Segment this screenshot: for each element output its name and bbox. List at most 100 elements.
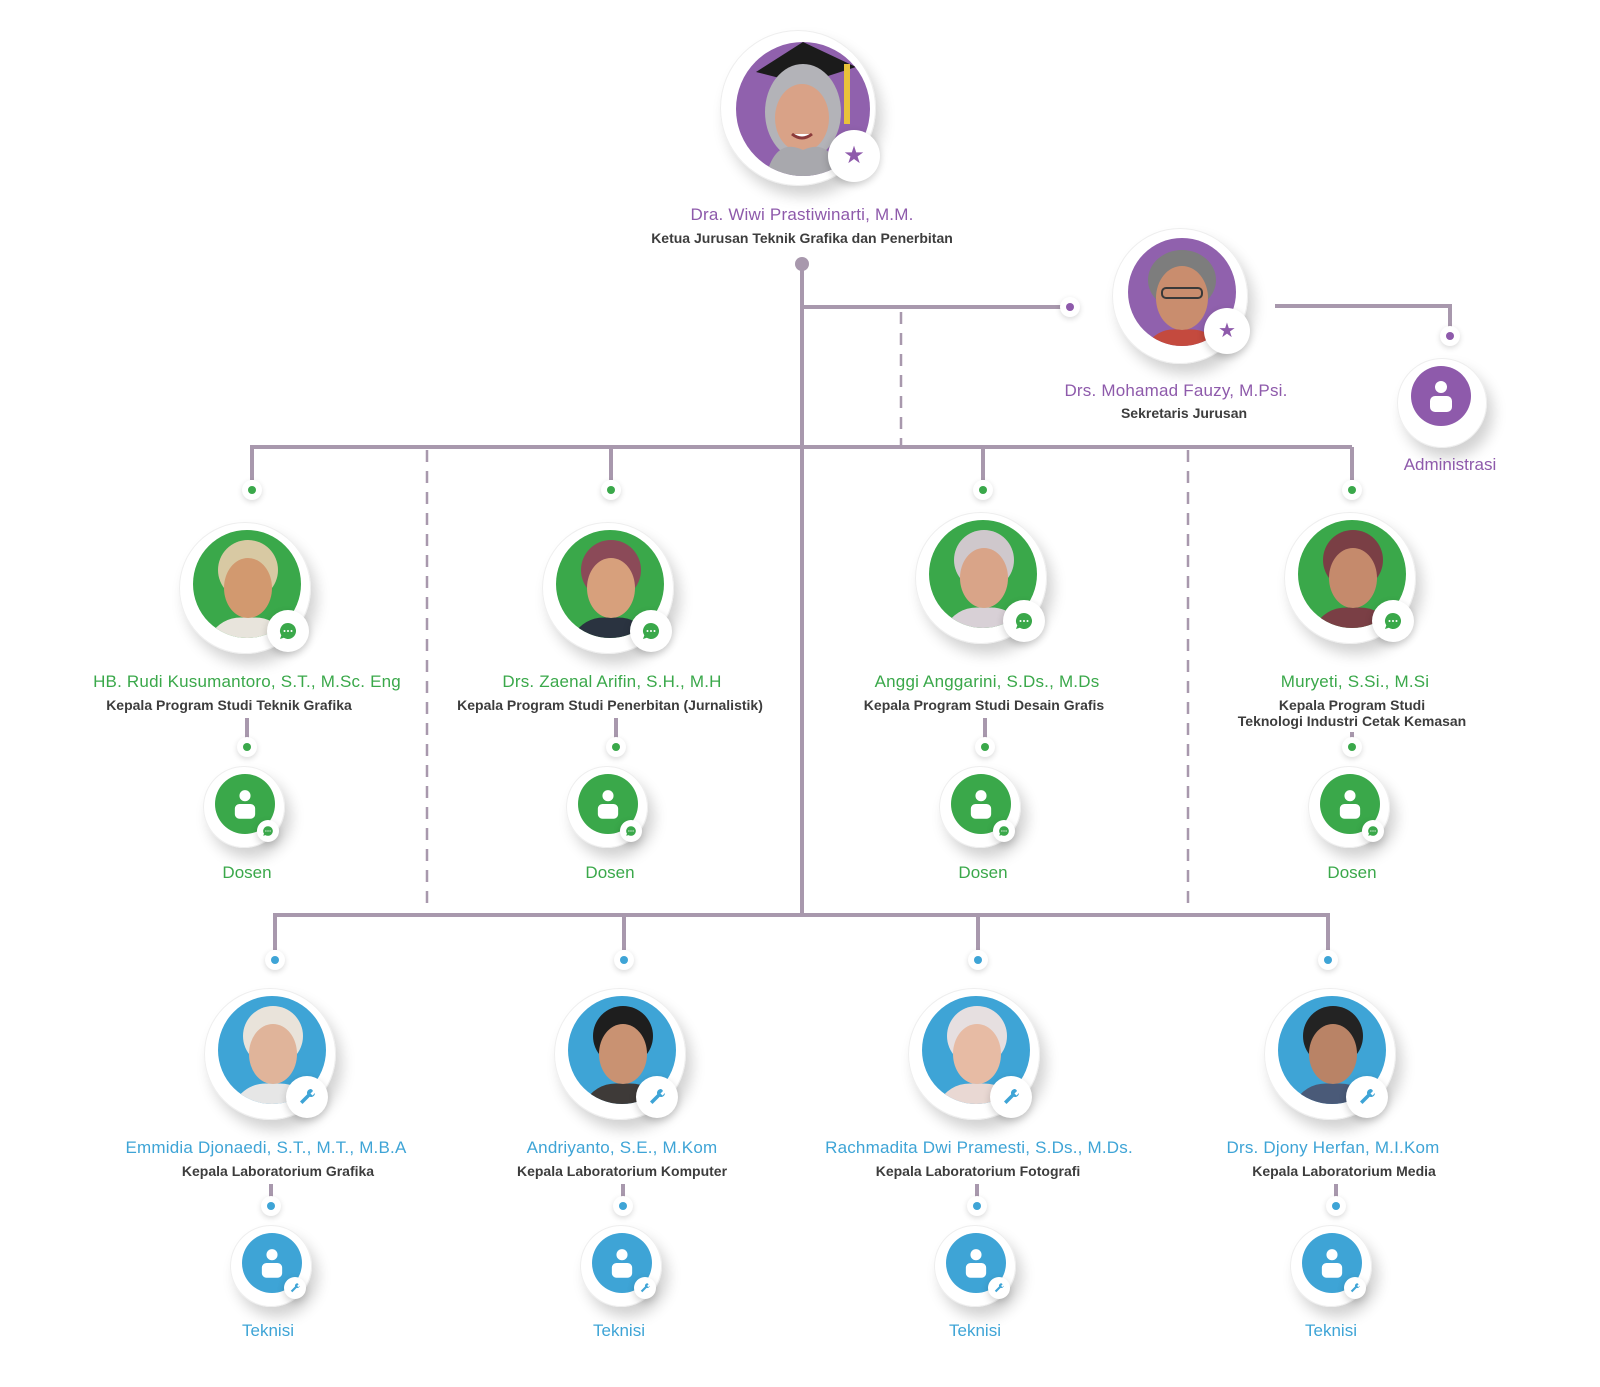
program-head-name: Drs. Zaenal Arifin, S.H., M.H (502, 672, 722, 691)
lecturer-avatar-frame[interactable] (939, 766, 1021, 848)
role-line-1: Kepala Program Studi (1278, 697, 1426, 713)
lecturer-badge (993, 820, 1015, 842)
admin-branch (1275, 304, 1452, 330)
trunk-top-knob (795, 257, 809, 271)
program-head-avatar-frame (915, 512, 1047, 644)
wrench-icon (994, 1283, 1004, 1293)
wrench-icon (1350, 1283, 1360, 1293)
program-head-role: Kepala Program Studi Teknik Grafika (106, 697, 352, 713)
technician-label: Teknisi (1305, 1321, 1357, 1340)
secretary-badge: ★ (1204, 308, 1250, 354)
lecturer-avatar-frame[interactable] (566, 766, 648, 848)
lecturer-badge (620, 820, 642, 842)
lab-head-badge (1346, 1076, 1388, 1118)
secretary-name: Drs. Mohamad Fauzy, M.Psi. (1064, 381, 1288, 400)
wrench-icon (290, 1283, 300, 1293)
wrench-icon (1360, 1089, 1375, 1104)
technician-badge (988, 1277, 1010, 1299)
connector-dot (1440, 326, 1460, 346)
person-icon (611, 1249, 633, 1278)
role-line-1: Kepala Program Studi Teknik Grafika (106, 697, 352, 713)
connector-dot (614, 950, 634, 970)
chat-icon (1368, 826, 1378, 836)
chat-icon (279, 623, 297, 639)
connector-dot (261, 1196, 281, 1216)
lecturer-avatar-frame[interactable] (203, 766, 285, 848)
technician-avatar-frame[interactable] (230, 1225, 312, 1307)
person-icon (1339, 790, 1361, 819)
head-avatar-frame: ★ (720, 30, 880, 186)
lab-head-role: Kepala Laboratorium Fotografi (875, 1163, 1081, 1179)
chat-icon (263, 826, 273, 836)
program-head-name: Muryeti, S.Si., M.Si (1280, 672, 1430, 691)
program-head-name: HB. Rudi Kusumantoro, S.T., M.Sc. Eng (93, 672, 401, 691)
role-line-1: Kepala Program Studi Penerbitan (Jurnali… (457, 697, 763, 713)
lab-head-role: Kepala Laboratorium Media (1252, 1163, 1436, 1179)
connector-dot (265, 950, 285, 970)
person-icon (1411, 366, 1471, 426)
lab-head-role: Kepala Laboratorium Komputer (516, 1163, 728, 1179)
person-icon (1321, 1249, 1343, 1278)
person-icon (970, 790, 992, 819)
lab-head-badge (636, 1076, 678, 1118)
wrench-icon (300, 1089, 316, 1104)
person-icon (597, 790, 619, 819)
secretary-role: Sekretaris Jurusan (1120, 405, 1248, 421)
chat-icon (999, 826, 1009, 836)
connector-dot (242, 480, 262, 500)
head-badge: ★ (828, 130, 880, 182)
lab-head-avatar-frame (908, 988, 1040, 1120)
lab-head-name: Drs. Djony Herfan, M.I.Kom (1226, 1138, 1440, 1157)
connector-dot (968, 950, 988, 970)
lab-head-name: Rachmadita Dwi Pramesti, S.Ds., M.Ds. (825, 1138, 1133, 1157)
star-icon: ★ (1218, 320, 1236, 342)
chat-icon (642, 623, 660, 639)
lecturer-label: Dosen (585, 863, 635, 882)
connector-dot (1060, 297, 1080, 317)
wrench-icon (1004, 1089, 1020, 1104)
program-head-avatar-frame (179, 522, 311, 654)
role-line-1: Kepala Program Studi Desain Grafis (863, 697, 1105, 713)
connector-dot (1326, 1196, 1346, 1216)
technician-avatar-frame[interactable] (1290, 1225, 1372, 1307)
program-head-badge (267, 610, 309, 652)
wrench-icon (650, 1089, 666, 1104)
technician-label: Teknisi (949, 1321, 1001, 1340)
connector-dot (973, 480, 993, 500)
lecturer-avatar-frame[interactable] (1308, 766, 1390, 848)
lab-head-name: Emmidia Djonaedi, S.T., M.T., M.B.A (125, 1138, 407, 1157)
technician-badge (634, 1277, 656, 1299)
program-head-role: Kepala Program Studi Desain Grafis (864, 697, 1104, 713)
head-role: Ketua Jurusan Teknik Grafika dan Penerbi… (651, 230, 953, 246)
connector-dot (613, 1196, 633, 1216)
lab-head-badge (990, 1076, 1032, 1118)
connector-dot (606, 737, 626, 757)
connector-dot (1318, 950, 1338, 970)
lab-head-photo (1278, 996, 1386, 1104)
program-head-badge (1372, 600, 1414, 642)
technician-icon (946, 1233, 1006, 1293)
chat-icon (1384, 613, 1402, 629)
technician-label: Teknisi (242, 1321, 294, 1340)
lab-head-avatar-frame (204, 988, 336, 1120)
connector-dot (601, 480, 621, 500)
administration-avatar-frame (1397, 358, 1487, 448)
lecturer-label: Dosen (222, 863, 272, 882)
technician-label: Teknisi (593, 1321, 645, 1340)
administration-label: Administrasi (1403, 455, 1497, 474)
lecturer-label: Dosen (958, 863, 1008, 882)
technician-avatar-frame[interactable] (934, 1225, 1016, 1307)
program-head-badge (1003, 600, 1045, 642)
technician-badge (1344, 1277, 1366, 1299)
lab-head-badge (286, 1076, 328, 1118)
secretary-photo (1128, 238, 1236, 346)
chat-icon (626, 826, 636, 836)
technician-avatar-frame[interactable] (580, 1225, 662, 1307)
program-head-photo (556, 530, 664, 638)
program-head-photo (193, 530, 301, 638)
head-name: Dra. Wiwi Prastiwinarti, M.M. (690, 205, 914, 224)
lab-head-photo (218, 996, 326, 1104)
technician-badge (284, 1277, 306, 1299)
connector-dot (1342, 480, 1362, 500)
